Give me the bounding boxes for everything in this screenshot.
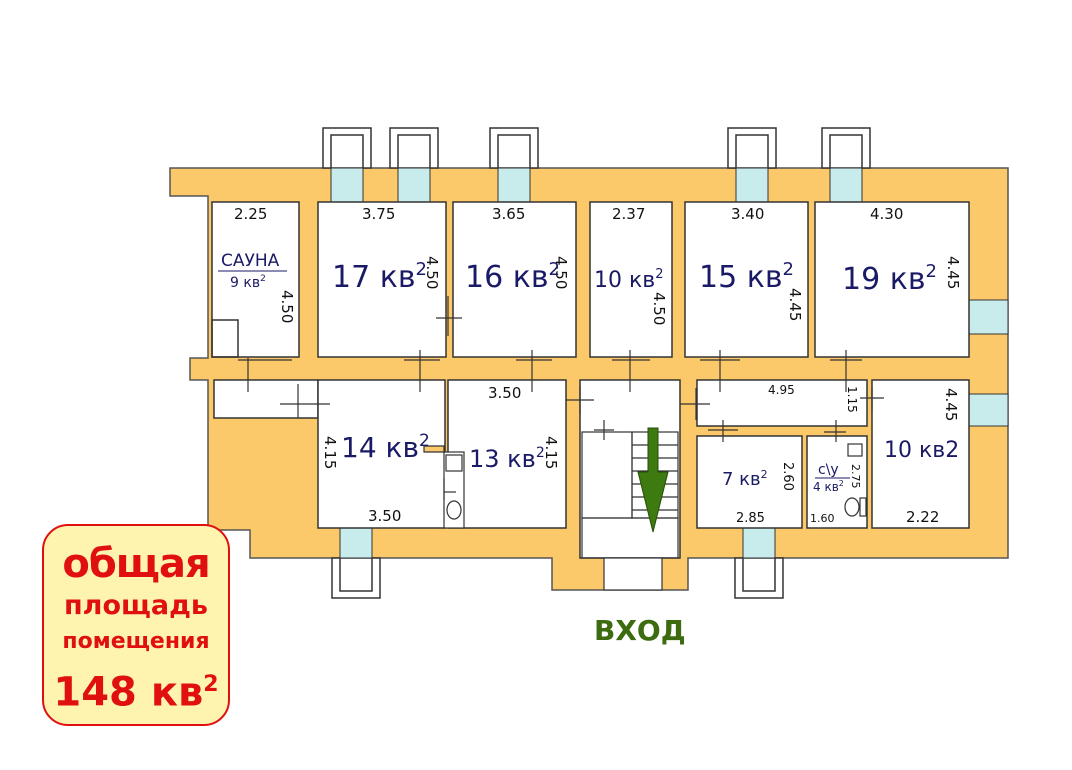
r19-area-text: 19 кв [842, 262, 926, 297]
wc-name: с\у [818, 462, 839, 478]
room-14 [317, 379, 446, 529]
sup: 2 [926, 261, 937, 282]
r16-top-dim: 3.65 [492, 205, 525, 223]
r10a-top-dim: 2.37 [612, 205, 645, 223]
r10b-bottom-dim: 2.22 [906, 508, 939, 526]
entry-label: ВХОД [594, 614, 686, 647]
summary-line3: помещения [62, 629, 210, 654]
room-left-passage [213, 379, 319, 419]
total-area-box: общая площадь помещения 148 кв2 [42, 524, 230, 726]
summary-line2: площадь [64, 590, 208, 621]
room-13 [447, 379, 567, 529]
r13-side-dim: 4.15 [542, 436, 560, 469]
summary-sup: 2 [203, 672, 219, 697]
sup: 2 [783, 259, 794, 280]
wc-area-text: 4 кв [813, 480, 839, 494]
r16-side-dim: 4.50 [552, 256, 570, 289]
r13-area-text: 13 кв [469, 445, 536, 473]
sauna-area-text: 9 кв [230, 275, 260, 291]
r7-bottom-dim: 2.85 [736, 511, 765, 526]
room-10b [871, 379, 970, 529]
sup: 2 [260, 274, 266, 284]
room-7 [696, 435, 803, 529]
r17-side-dim: 4.50 [423, 256, 441, 289]
corridor [696, 379, 868, 427]
sup: 2 [536, 445, 545, 461]
sup: 2 [839, 479, 844, 488]
r19-top-dim: 4.30 [870, 205, 903, 223]
r7-side-dim: 2.60 [780, 462, 795, 491]
sup: 2 [655, 267, 663, 282]
r17-top-dim: 3.75 [362, 205, 395, 223]
r17-area: 17 кв2 [332, 259, 427, 295]
sup: 2 [761, 468, 768, 481]
bathroom-fixtures [423, 443, 867, 529]
sauna-area: 9 кв2 [230, 274, 266, 291]
sup: 2 [419, 431, 430, 451]
room-15 [684, 201, 809, 358]
stairs [581, 431, 679, 591]
r10a-side-dim: 4.50 [650, 292, 668, 325]
sup: 2 [549, 259, 560, 280]
corridor-width-dim: 1.15 [845, 386, 859, 413]
windows [322, 127, 871, 599]
corridor-length-dim: 4.95 [768, 383, 795, 397]
r16-area-text: 16 кв [465, 260, 549, 295]
summary-line4: 148 кв2 [44, 662, 228, 715]
r19-side-dim: 4.45 [944, 256, 962, 289]
sup: 2 [416, 259, 427, 280]
summary-total: 148 кв [53, 669, 204, 716]
r14-area-text: 14 кв [341, 431, 419, 464]
r14-area: 14 кв2 [341, 431, 430, 464]
r10a-area-text: 10 кв [594, 268, 655, 293]
room-sauna [211, 201, 300, 358]
r13-area: 13 кв2 [469, 445, 545, 473]
room-17 [317, 201, 447, 358]
room-10a [589, 201, 673, 358]
r14-bottom-dim: 3.50 [368, 507, 401, 525]
entry-arrow [637, 427, 669, 533]
r10a-area: 10 кв2 [594, 267, 664, 293]
rooms [211, 201, 970, 559]
sauna-side-dim: 4.50 [278, 290, 296, 323]
wc-bottom-dim: 1.60 [810, 512, 835, 525]
r19-area: 19 кв2 [842, 261, 937, 297]
r15-top-dim: 3.40 [731, 205, 764, 223]
r10b-area: 10 кв2 [884, 438, 959, 463]
r10b-side-dim: 4.45 [942, 388, 960, 421]
hall [579, 379, 681, 559]
door-marks [238, 296, 884, 500]
r17-area-text: 17 кв [332, 260, 416, 295]
r7-area: 7 кв2 [722, 468, 768, 490]
sauna-name: САУНА [221, 251, 280, 271]
r13-top-dim: 3.50 [488, 384, 521, 402]
r14-side-dim: 4.15 [321, 436, 339, 469]
wc-side-dim: 2.75 [849, 464, 862, 489]
r7-area-text: 7 кв [722, 469, 761, 490]
sauna-top-dim: 2.25 [234, 205, 267, 223]
r15-area-text: 15 кв [699, 260, 783, 295]
r15-side-dim: 4.45 [786, 288, 804, 321]
summary-line1: общая [62, 541, 210, 587]
window-glass [330, 167, 1009, 559]
room-16 [452, 201, 577, 358]
room-19 [814, 201, 970, 358]
r15-area: 15 кв2 [699, 259, 794, 295]
r16-area: 16 кв2 [465, 259, 560, 295]
wc-area: 4 кв2 [813, 479, 844, 494]
